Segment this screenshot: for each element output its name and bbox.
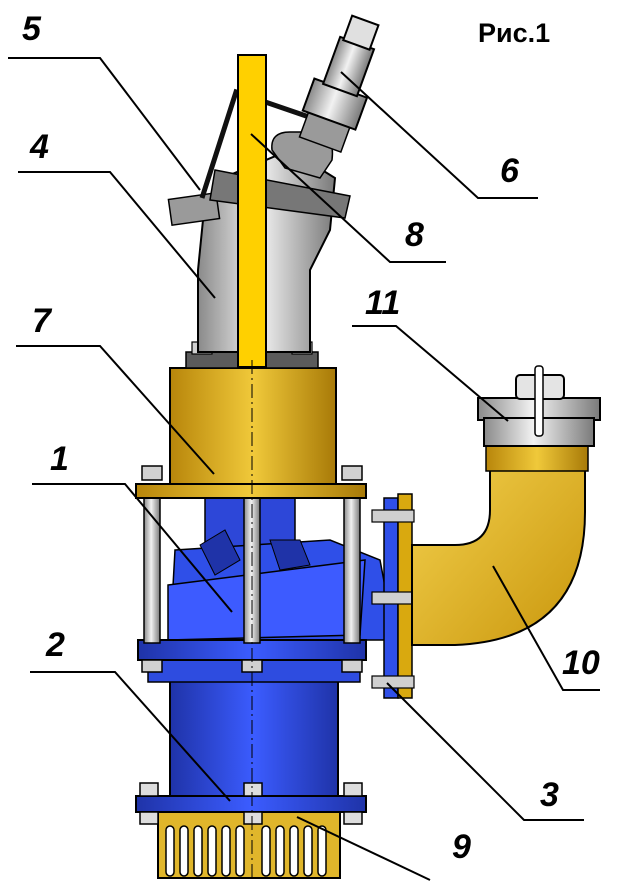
callout-10: 10 xyxy=(562,644,600,682)
tie-rods xyxy=(143,494,361,644)
hose-fitting xyxy=(298,14,380,153)
callout-1: 1 xyxy=(50,440,69,478)
discharge-flange xyxy=(371,493,415,699)
callout-8: 8 xyxy=(405,216,424,254)
pump-body xyxy=(137,497,396,661)
leader-lines xyxy=(8,57,600,881)
callout-numbers: 5 4 7 1 2 6 8 11 10 3 9 xyxy=(22,10,600,866)
discharge-elbow xyxy=(411,444,589,646)
callout-6: 6 xyxy=(500,152,520,190)
lower-casing xyxy=(135,659,367,825)
lifting-bar xyxy=(237,54,267,368)
callout-4: 4 xyxy=(29,128,49,166)
quick-coupling xyxy=(477,365,601,447)
hydraulic-hose xyxy=(199,88,313,199)
callout-3: 3 xyxy=(540,776,559,814)
callout-2: 2 xyxy=(45,626,65,664)
callout-9: 9 xyxy=(452,828,471,866)
figure-title: Рис.1 xyxy=(478,18,551,48)
callout-5: 5 xyxy=(22,10,42,48)
callout-11: 11 xyxy=(365,284,400,322)
callout-7: 7 xyxy=(32,302,53,340)
